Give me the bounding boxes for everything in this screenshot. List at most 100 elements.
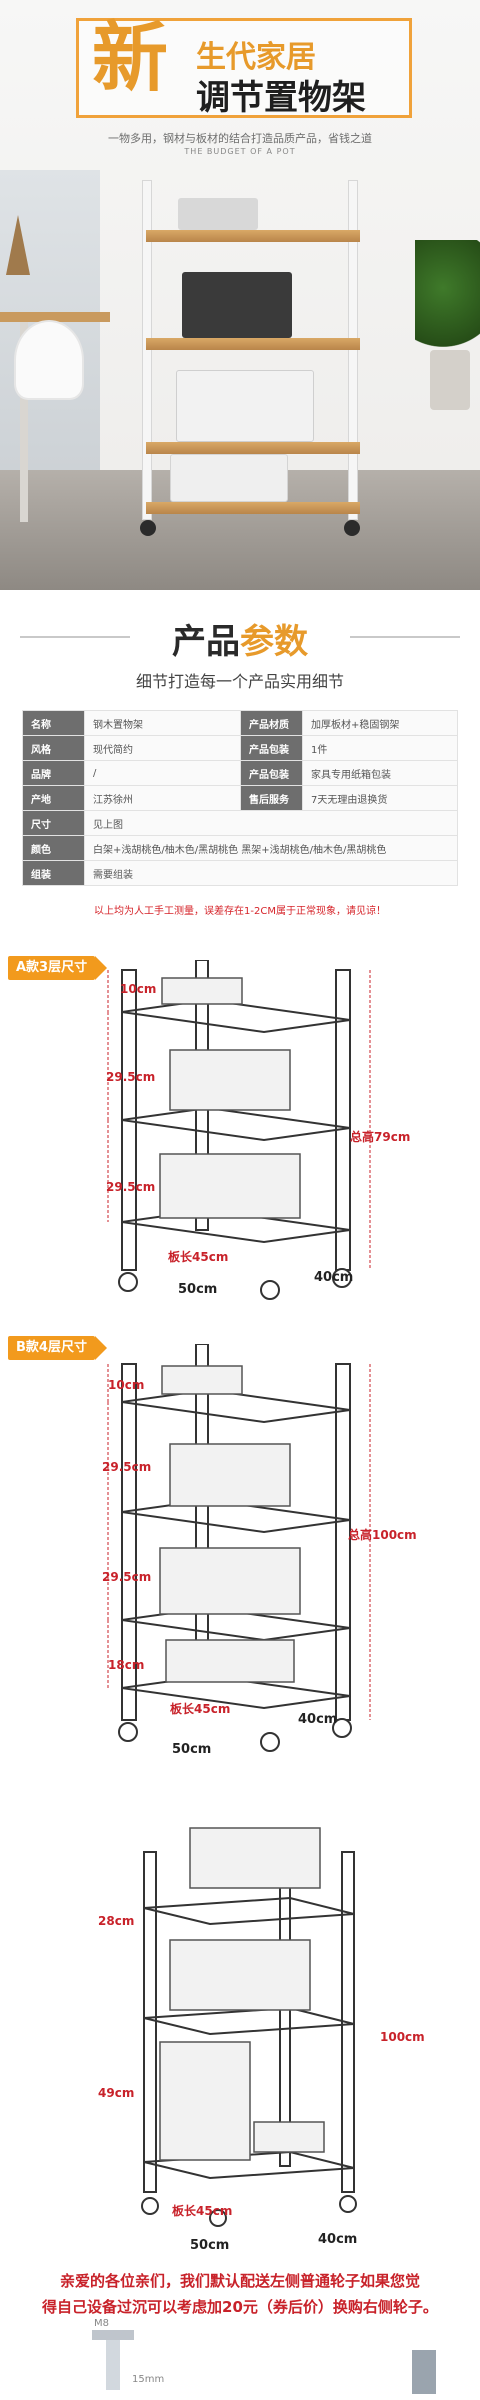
wheel-icon — [344, 520, 360, 536]
book-stack — [161, 1365, 243, 1395]
param-key: 风格 — [22, 735, 85, 761]
chair — [14, 320, 84, 400]
param-value: 江苏徐州 — [84, 785, 241, 811]
book-stack — [178, 198, 258, 230]
hero-badge: 新 — [92, 13, 168, 102]
dim-c-low: 49cm — [98, 2086, 135, 2100]
param-value: 需要组装 — [84, 860, 458, 886]
rack-outline — [121, 960, 351, 1271]
rack-shelf — [121, 1388, 351, 1424]
dim-b-side: 40cm — [298, 1712, 338, 1727]
dim-b-depth: 板长45cm — [170, 1702, 231, 1716]
table-row: 品牌 / 产品包装 家具专用纸箱包装 — [22, 760, 458, 786]
bolt-15mm-label: 15mm — [132, 2374, 165, 2385]
bolt-icon — [412, 2350, 436, 2394]
rack-shelf — [146, 502, 360, 514]
param-key: 产品包装 — [240, 760, 303, 786]
printer — [182, 272, 292, 338]
table-row: 产地 江苏徐州 售后服务 7天无理由退换货 — [22, 785, 458, 811]
bolt-m8-label: M8 — [94, 2318, 109, 2329]
dim-b-mid1: 29.5cm — [102, 1460, 152, 1474]
rack-shelf — [143, 2006, 355, 2036]
rack-shelf — [121, 998, 351, 1034]
dim-a-height: 总高79cm — [350, 1130, 411, 1144]
dim-a-mid1: 29.5cm — [106, 1070, 156, 1084]
dim-lines — [107, 970, 371, 1270]
bolt-icon — [92, 2330, 134, 2390]
param-key: 颜色 — [22, 835, 85, 861]
dim-c-top: 28cm — [98, 1914, 135, 1928]
dim-c-side: 40cm — [318, 2232, 358, 2247]
dim-a-top: 10cm — [120, 982, 157, 996]
printer — [159, 1153, 301, 1219]
dim-c-width: 50cm — [190, 2238, 230, 2253]
book-stack — [253, 2121, 325, 2153]
dim-b-height: 总高100cm — [348, 1528, 417, 1542]
wheel-icon — [332, 1268, 352, 1288]
table-row: 组装 需要组装 — [22, 860, 458, 886]
printer — [170, 454, 288, 502]
wheel-icon — [118, 1272, 138, 1292]
book-stack — [161, 977, 243, 1005]
dim-a-depth: 板长45cm — [168, 1250, 229, 1264]
dim-c-height: 100cm — [380, 2030, 425, 2044]
drawing-c — [141, 1827, 357, 2227]
devices — [159, 1827, 325, 2161]
printer — [169, 1939, 311, 2011]
printer — [169, 1443, 291, 1507]
printer — [169, 1049, 291, 1111]
drawing-a — [107, 960, 371, 1300]
wheels — [118, 1718, 352, 1752]
hero-subtitle-en: THE BUDGET OF A POT — [184, 147, 296, 156]
wheel-note-line1: 亲爱的各位亲们，我们默认配送左侧普通轮子如果您觉 — [59, 2272, 420, 2290]
rack-post — [121, 1363, 137, 1721]
param-value: 家具专用纸箱包装 — [302, 760, 458, 786]
plant-pot — [430, 350, 470, 410]
divider — [350, 636, 460, 638]
dim-a-mid2: 29.5cm — [106, 1180, 156, 1194]
param-value: 白架+浅胡桃色/柚木色/黑胡桃色 黑架+浅胡桃色/柚木色/黑胡桃色 — [84, 835, 458, 861]
hero-banner: 新 生代家居 调节置物架 一物多用，钢材与板材的结合打造品质产品，省钱之道 TH… — [0, 0, 480, 590]
wheel-icon — [140, 520, 156, 536]
dim-lines — [107, 1364, 371, 1720]
wheel-note-line2: 得自己设备过沉可以考虑加20元（券后价）换购右侧轮子。 — [42, 2298, 438, 2316]
param-key: 尺寸 — [22, 810, 85, 836]
rack-post — [348, 180, 358, 520]
rack-photo — [140, 180, 364, 550]
divider — [20, 636, 130, 638]
printers — [159, 977, 301, 1219]
rack-post — [142, 180, 152, 520]
dim-c-depth: 板长45cm — [172, 2204, 233, 2218]
bolt-strip — [0, 2316, 480, 2400]
wheels — [118, 1268, 352, 1300]
dim-b-mid2: 29.5cm — [102, 1570, 152, 1584]
param-value: 加厚板材+稳固钢架 — [302, 710, 458, 736]
param-value: 见上图 — [84, 810, 458, 836]
section-title-a: 产品 — [172, 622, 240, 662]
param-value: 1件 — [302, 735, 458, 761]
dim-b-low: 18cm — [108, 1658, 145, 1672]
param-key: 名称 — [22, 710, 85, 736]
desk-leg — [20, 322, 28, 522]
dim-a-side: 40cm — [314, 1270, 354, 1285]
rack-shelf — [121, 1106, 351, 1142]
wheel-icon — [260, 1280, 280, 1300]
hero-title-line1: 生代家居 — [196, 40, 316, 75]
dim-b-width: 50cm — [172, 1742, 212, 1757]
table-row: 名称 钢木置物架 产品材质 加厚板材+稳固钢架 — [22, 710, 458, 736]
param-key: 组装 — [22, 860, 85, 886]
param-value: 钢木置物架 — [84, 710, 241, 736]
wheel-icon — [118, 1722, 138, 1742]
tag-a: A款3层尺寸 — [8, 956, 108, 980]
dim-b-top: 10cm — [108, 1378, 145, 1392]
wheel-icon — [209, 2209, 227, 2227]
section-title-b: 参数 — [240, 622, 308, 662]
printer — [176, 370, 314, 442]
wheel-icon — [339, 2195, 357, 2213]
hero-subtitle: 一物多用，钢材与板材的结合打造品质产品，省钱之道 — [108, 132, 372, 145]
printer — [189, 1827, 321, 1889]
param-table: 名称 钢木置物架 产品材质 加厚板材+稳固钢架 风格 现代简约 产品包装 1件 … — [22, 710, 458, 886]
rack-post — [143, 1851, 157, 2193]
tag-b: B款4层尺寸 — [8, 1336, 107, 1360]
